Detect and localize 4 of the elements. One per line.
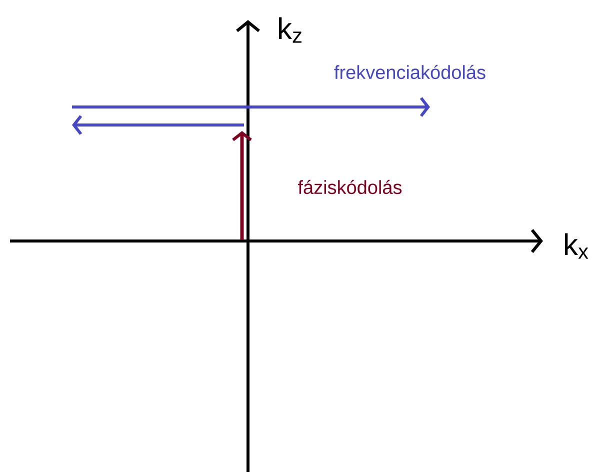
arrow-label: fáziskódolás (298, 180, 402, 194)
axis-label: k$_{x}$ (565, 233, 588, 259)
axis-label: k$_{z}$ (279, 17, 302, 43)
arrow-label: frekvenciakódolás (334, 64, 486, 80)
